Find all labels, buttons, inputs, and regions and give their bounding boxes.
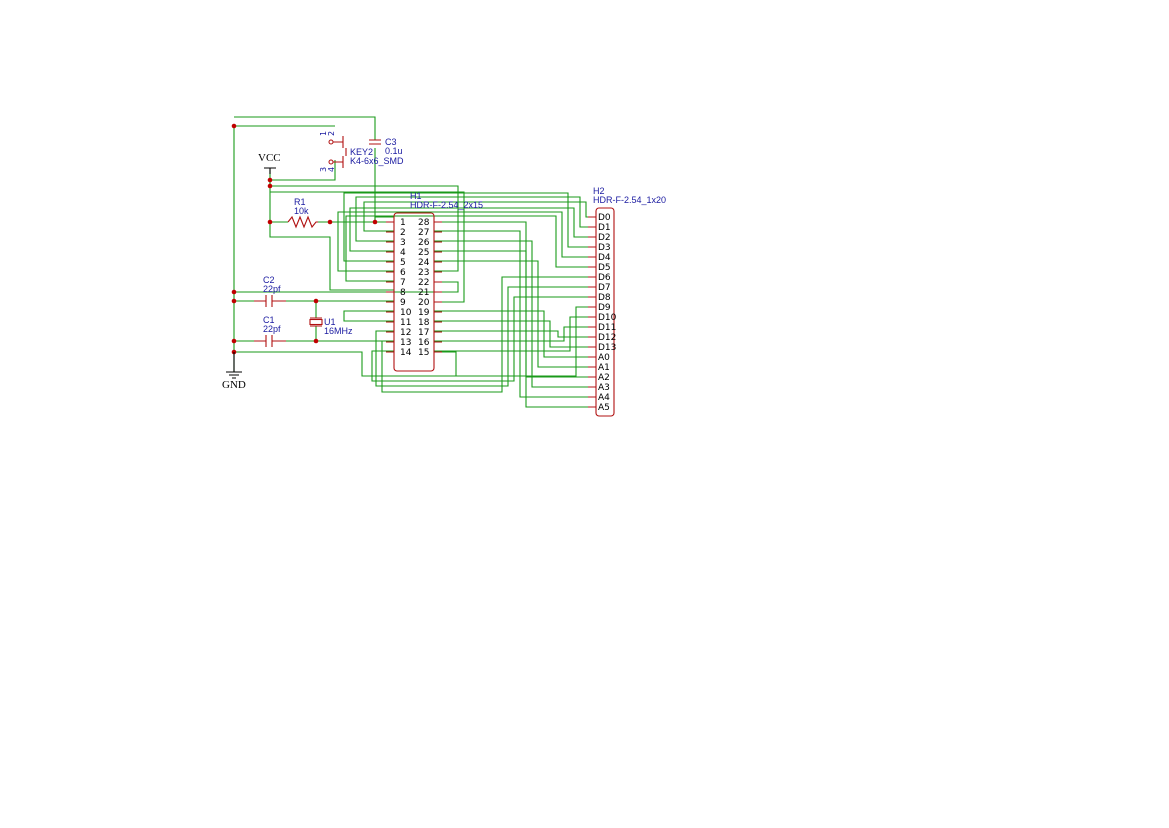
u1-crystal: U1 16MHz	[309, 317, 353, 336]
h2-pin-label: D2	[598, 233, 611, 243]
c3-value: 0.1u	[385, 146, 403, 156]
h1-left-pin-label: 8	[400, 288, 406, 298]
key2-pin-4: 4	[327, 167, 336, 172]
h2-pin-label: A3	[598, 383, 610, 393]
h1-left-pin-label: 5	[400, 258, 406, 268]
h2-pin-labels: D0D1D2D3D4D5D6D7D8D9D10D11D12D13A0A1A2A3…	[588, 213, 617, 413]
h2-header: H2 HDR-F-2.54_1x20 D0D1D2D3D4D5D6D7D8D9D…	[588, 186, 666, 417]
h2-pin-label: D6	[598, 273, 611, 283]
h1-ref: H1	[410, 191, 422, 201]
h2-pin-label: A1	[598, 363, 610, 373]
h2-value: HDR-F-2.54_1x20	[593, 195, 666, 205]
c1-value: 22pf	[263, 324, 281, 334]
vcc-label: VCC	[258, 152, 281, 164]
key2-value: K4-6x6_SMD	[350, 156, 404, 166]
r1-value: 10k	[294, 206, 309, 216]
vcc-symbol: VCC	[258, 152, 281, 174]
c3-ref: C3	[385, 137, 397, 147]
key2-pin-3: 3	[319, 167, 328, 172]
h2-ref: H2	[593, 186, 605, 196]
h1-left-pin-label: 14	[400, 348, 412, 358]
h2-pin-label: D1	[598, 223, 611, 233]
h1-left-pin-label: 13	[400, 338, 411, 348]
h2-pin-label: A0	[598, 353, 610, 363]
junction-dots	[231, 123, 378, 355]
h2-pin-label: A4	[598, 393, 610, 403]
h1-right-pin-label: 15	[418, 348, 429, 358]
key2-switch: 1 2 3 4 KEY2 K4-6x6_SMD	[319, 131, 404, 172]
h1-value: HDR-F-2.54_2x15	[410, 200, 483, 210]
h1-left-pin-label: 10	[400, 308, 412, 318]
h1-right-pin-label: 21	[418, 288, 429, 298]
r1-resistor: R1 10k	[287, 197, 318, 229]
key2-pin-1: 1	[319, 131, 328, 136]
h2-pin-label: D8	[598, 293, 611, 303]
c2-ref: C2	[263, 275, 275, 285]
h1-right-pin-label: 26	[418, 238, 430, 248]
h1-right-pin-label: 23	[418, 268, 429, 278]
h2-pin-label: D3	[598, 243, 611, 253]
gnd-symbol: GND	[222, 352, 246, 391]
c3-capacitor: C3 0.1u	[369, 137, 403, 156]
h2-pin-label: A5	[598, 403, 610, 413]
h2-pin-label: A2	[598, 373, 610, 383]
h2-pin-label: D0	[598, 213, 611, 223]
gnd-label: GND	[222, 379, 246, 391]
key2-ref: KEY2	[350, 147, 373, 157]
h2-pin-label: D11	[598, 323, 616, 333]
h1-left-pin-label: 3	[400, 238, 406, 248]
h1-left-pin-label: 6	[400, 268, 406, 278]
h1-right-pin-label: 25	[418, 248, 429, 258]
c2-value: 22pf	[263, 284, 281, 294]
h1-right-pin-label: 17	[418, 328, 429, 338]
wire-network	[233, 116, 594, 408]
h1-left-pin-label: 2	[400, 228, 406, 238]
h1-right-pin-label: 28	[418, 218, 430, 228]
h1-left-pin-label: 1	[400, 218, 406, 228]
h1-left-pin-label: 4	[400, 248, 406, 258]
h1-right-pin-label: 18	[418, 318, 430, 328]
h1-left-pin-label: 7	[400, 278, 406, 288]
c1-capacitor: C1 22pf	[254, 315, 286, 347]
u1-value: 16MHz	[324, 326, 353, 336]
h2-pin-label: D4	[598, 253, 611, 263]
h1-right-pin-label: 16	[418, 338, 430, 348]
h2-pin-label: D13	[598, 343, 616, 353]
h1-right-pin-label: 22	[418, 278, 429, 288]
r1-ref: R1	[294, 197, 306, 207]
key2-pin-2: 2	[327, 131, 336, 136]
h2-pin-label: D12	[598, 333, 616, 343]
h1-right-pin-label: 27	[418, 228, 429, 238]
h2-pin-label: D9	[598, 303, 611, 313]
c1-ref: C1	[263, 315, 275, 325]
u1-ref: U1	[324, 317, 336, 327]
h1-left-pin-label: 9	[400, 298, 406, 308]
h2-pin-label: D10	[598, 313, 617, 323]
h2-pin-label: D5	[598, 263, 611, 273]
h1-right-pin-label: 19	[418, 308, 430, 318]
c2-capacitor: C2 22pf	[254, 275, 286, 307]
h1-right-pin-label: 20	[418, 298, 430, 308]
h1-left-pin-label: 11	[400, 318, 411, 328]
h1-right-pin-label: 24	[418, 258, 430, 268]
h2-pin-label: D7	[598, 283, 611, 293]
h1-left-pin-label: 12	[400, 328, 411, 338]
